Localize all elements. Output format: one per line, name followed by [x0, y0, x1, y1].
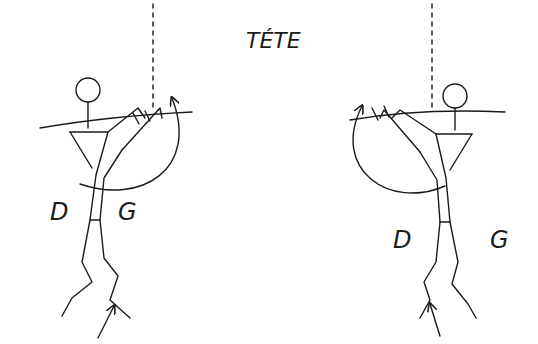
side-label-holder: G	[118, 200, 137, 224]
legs	[420, 222, 476, 318]
arms	[380, 110, 436, 152]
step-arrow	[98, 306, 114, 338]
neck	[454, 108, 455, 130]
arms	[108, 108, 162, 150]
side-label: G	[490, 226, 509, 254]
side-label: D	[393, 226, 411, 254]
legs	[62, 220, 130, 318]
torso	[420, 134, 472, 222]
vertical-guide	[152, 4, 153, 110]
title-label: TÉTE	[246, 28, 301, 53]
title-label-holder: TÉTE	[246, 30, 301, 52]
side-label-holder: G	[490, 228, 509, 252]
side-label: G	[118, 198, 137, 226]
head	[76, 78, 100, 102]
blade-line	[350, 111, 505, 120]
head	[443, 84, 467, 108]
vertical-guide	[431, 4, 432, 110]
torso	[70, 132, 122, 220]
torso-line	[70, 132, 92, 168]
side-label: D	[50, 198, 68, 226]
side-label-holder: D	[50, 200, 68, 224]
torso-line	[450, 134, 472, 170]
motion-arrow	[353, 106, 445, 193]
side-label-holder: D	[393, 228, 411, 252]
step-arrow	[430, 304, 440, 336]
neck	[87, 102, 88, 128]
motion-arrow	[80, 98, 179, 190]
